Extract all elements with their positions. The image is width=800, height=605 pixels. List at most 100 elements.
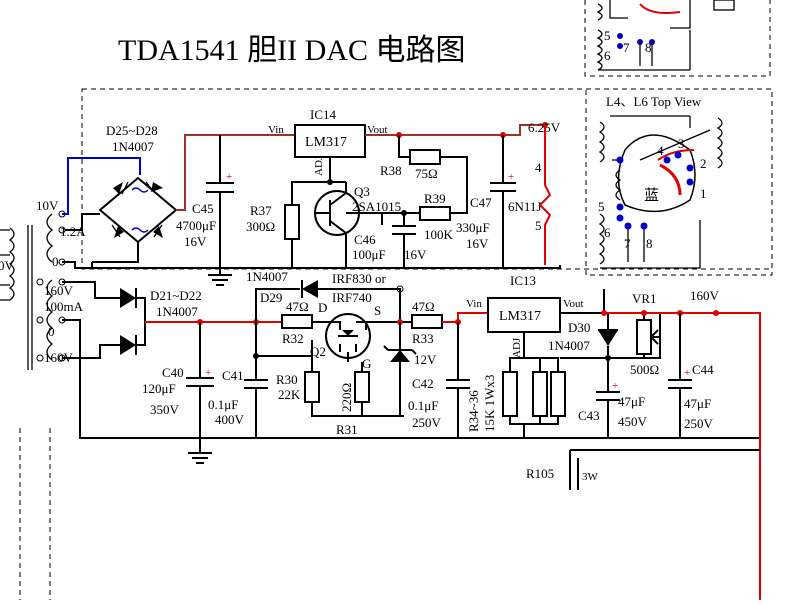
c41-volt: 400V (215, 412, 245, 427)
ic14-vout: Vout (367, 124, 388, 136)
d21-name: D21~D22 (150, 288, 202, 303)
c40-value: 120μF (142, 381, 176, 396)
bridge-part: 1N4007 (112, 139, 154, 154)
ground-symbol-hv (188, 438, 212, 464)
q2-part: IRF830 or (332, 271, 386, 286)
ic14-name: IC14 (310, 107, 337, 122)
top-inset-frame (584, 0, 771, 77)
wire-blue-ac (62, 157, 141, 215)
transformer-left-label: 0V (0, 258, 15, 273)
r39-resistor: R39 100K (372, 182, 468, 242)
c46-capacitor: C46 100μF 16V (352, 213, 427, 268)
c43-volt: 450V (618, 414, 648, 429)
c47-volt: 16V (466, 236, 489, 251)
c41-value: 0.1μF (208, 397, 238, 412)
inset-pin-3: 3 (678, 136, 685, 151)
c45-capacitor: + C45 4700μF 16V (176, 135, 234, 268)
q2-name: Q2 (310, 344, 326, 359)
sec-160v-b: 160V (44, 350, 74, 365)
inset-pin-5: 5 (598, 199, 605, 214)
pin-5-label: 5 (535, 218, 542, 233)
c46-name: C46 (354, 232, 376, 247)
lv-ground-bus (92, 265, 561, 269)
q2-part2: IRF740 (332, 290, 372, 305)
d21-part: 1N4007 (156, 304, 198, 319)
q3-name: Q3 (354, 184, 370, 199)
r3436-value: 15K 1Wx3 (482, 375, 497, 432)
c47-capacitor: + C47 330μF 16V 6N11J (456, 135, 541, 268)
ic13-part: LM317 (499, 309, 541, 324)
inset-frame (585, 88, 773, 276)
c44-value: 47μF (684, 396, 711, 411)
r33-name: R33 (412, 331, 434, 346)
heater-filament (538, 125, 552, 265)
c42-capacitor: C42 0.1μF 250V (408, 322, 470, 438)
svg-text:+: + (684, 367, 690, 379)
r105-resistor: R105 3W (526, 449, 761, 600)
sec-160v-a: 160V (44, 283, 74, 298)
c43-name: C43 (578, 408, 600, 423)
r32-value: 47Ω (286, 299, 309, 314)
d29-diode: 1N4007 D29 (246, 269, 401, 322)
ic13-vout: Vout (563, 298, 584, 310)
sec-zero-top: 0 (52, 254, 59, 269)
l4-l6-top-view: L4、L6 Top View 蓝 1 2 3 4 5 6 7 8 (598, 94, 723, 269)
top-pin-5: 5 (604, 28, 611, 43)
inset-pin-1: 1 (700, 186, 707, 201)
svg-text:+: + (508, 171, 514, 183)
q3-transistor: Q3 2SA1015 (314, 182, 401, 268)
d29-part: 1N4007 (246, 269, 288, 284)
page-title: TDA1541 胆II DAC 电路图 (118, 34, 465, 67)
r105-label: R105 (526, 466, 554, 481)
inset-title: L4、L6 Top View (606, 94, 702, 109)
ic14-regulator: LM317 IC14 Vin Vout ADJ (268, 107, 388, 176)
ic14-vin: Vin (268, 124, 284, 136)
wire-zero-top (62, 261, 92, 269)
svg-text:+: + (205, 367, 211, 379)
out-160-label: 160V (690, 288, 720, 303)
r31-resistor: 220Ω R31 (336, 362, 404, 437)
r37-value: 300Ω (246, 219, 275, 234)
q2-d: D (318, 300, 327, 315)
c46-value: 100μF (352, 247, 386, 262)
inset-color-label: 蓝 (644, 187, 659, 204)
sec-10v-label: 10V (36, 198, 59, 213)
c41-capacitor: C41 0.1μF 400V (208, 322, 268, 438)
c44-capacitor: + C44 47μF 250V (668, 313, 714, 438)
top-pin-7: 7 (623, 40, 630, 55)
ground-symbol-lv (208, 268, 232, 286)
r31-name: R31 (336, 422, 358, 437)
zener-diode: 12V (383, 322, 437, 416)
d30-part: 1N4007 (548, 338, 590, 353)
c43-value: 47μF (618, 394, 645, 409)
inset-pin-8: 8 (646, 236, 653, 251)
zener-label: 12V (414, 352, 437, 367)
top-pin-8: 8 (645, 40, 652, 55)
c42-name: C42 (412, 376, 434, 391)
r30-value: 22K (278, 387, 301, 402)
r39-value: 100K (424, 227, 454, 242)
c40-name: C40 (162, 365, 184, 380)
c44-name: C44 (692, 362, 714, 377)
inset-pin-4: 4 (657, 143, 664, 158)
inset-pin-6: 6 (604, 225, 611, 240)
inset-pin-2: 2 (700, 156, 707, 171)
bridge-name: D25~D28 (106, 123, 158, 138)
wire-vout-625 (365, 124, 545, 136)
r38-name: R38 (380, 163, 402, 178)
out-part: 6N11J (508, 199, 541, 214)
c45-volt: 16V (184, 234, 207, 249)
q2-s: S (374, 303, 381, 318)
q2-mosfet: D S G Q2 IRF830 or IRF740 (310, 271, 386, 371)
r31-value: 220Ω (339, 383, 354, 412)
r33-value: 47Ω (412, 299, 435, 314)
d30-name: D30 (568, 320, 590, 335)
ic13-adj: ADJ (511, 337, 523, 358)
r3436-name: R34~36 (466, 390, 481, 432)
pin-4-label: 4 (535, 160, 542, 175)
wire-ic13-in (442, 312, 488, 323)
c46-volt: 16V (404, 247, 427, 262)
r38-value: 75Ω (415, 166, 438, 181)
